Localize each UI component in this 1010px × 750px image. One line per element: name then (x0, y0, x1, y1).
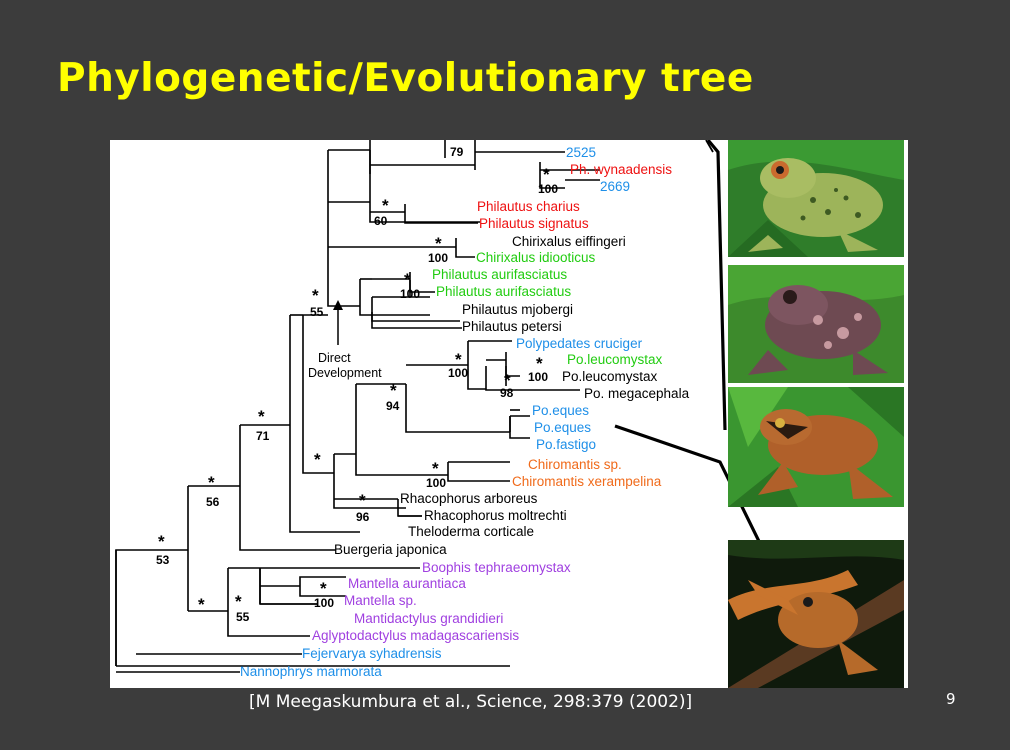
leaf-philautus-charius: Philautus charius (477, 199, 580, 214)
slide-title: Phylogenetic/Evolutionary tree (57, 56, 754, 101)
support-value: 100 (448, 366, 468, 380)
star-icon: * (536, 354, 543, 373)
leaf-po-leucomystax-1: Po.leucomystax (567, 352, 663, 367)
support-value: 100 (400, 287, 420, 301)
leaf-chirixalus-idiooticus: Chirixalus idiooticus (476, 250, 596, 265)
star-icon: * (198, 595, 205, 614)
star-icon: * (404, 270, 411, 289)
leaf-2525: 2525 (566, 145, 596, 160)
leaf-chirixalus-eiffingeri: Chirixalus eiffingeri (512, 234, 626, 249)
tree-diagram: Direct Development 2525 Ph. wynaadensis … (115, 140, 780, 679)
phylogenetic-tree-figure: Direct Development 2525 Ph. wynaadensis … (110, 140, 908, 688)
star-icon: * (359, 491, 366, 510)
star-icon: * (208, 473, 215, 492)
leaf-philautus-aurifasciatus-1: Philautus aurifasciatus (432, 267, 567, 282)
leaf-boophis-tephraeomystax: Boophis tephraeomystax (422, 560, 571, 575)
leaf-chiromantis-sp: Chiromantis sp. (528, 457, 622, 472)
support-value: 98 (500, 386, 514, 400)
star-icon: * (382, 196, 389, 215)
leaf-po-leucomystax-2: Po.leucomystax (562, 369, 658, 384)
star-icon: * (320, 579, 327, 598)
tree-branches (115, 140, 600, 673)
support-value: 100 (428, 251, 448, 265)
leaf-polypedates-cruciger: Polypedates cruciger (516, 336, 643, 351)
leaf-philautus-aurifasciatus-2: Philautus aurifasciatus (436, 284, 571, 299)
leaf-labels: 2525 Ph. wynaadensis 2669 Philautus char… (240, 145, 690, 679)
page-number: 9 (946, 690, 956, 708)
leaf-rhacophorus-arboreus: Rhacophorus arboreus (400, 491, 538, 506)
star-icon: * (435, 234, 442, 253)
leaf-philautus-mjobergi: Philautus mjobergi (462, 302, 573, 317)
star-icon: * (543, 165, 550, 184)
leaf-chiromantis-xerampelina: Chiromantis xerampelina (512, 474, 662, 489)
leaf-mantella-aurantiaca: Mantella aurantiaca (348, 576, 466, 591)
leaf-mantidactylus-grandidieri: Mantidactylus grandidieri (354, 611, 503, 626)
star-icon: * (390, 381, 397, 400)
leaf-mantella-sp: Mantella sp. (344, 593, 417, 608)
support-stars: * * * * * * * * * * * * * * * * * * (158, 165, 550, 614)
leaf-philautus-signatus: Philautus signatus (479, 216, 589, 231)
support-values: 79 100 60 100 100 55 100 100 98 94 71 10… (156, 145, 558, 624)
star-icon: * (235, 592, 242, 611)
frog-photo-4 (728, 540, 904, 688)
support-value: 100 (528, 370, 548, 384)
support-value: 100 (538, 182, 558, 196)
support-value: 71 (256, 429, 270, 443)
star-icon: * (504, 371, 511, 390)
support-value: 100 (426, 476, 446, 490)
star-icon: * (455, 350, 462, 369)
support-value: 94 (386, 399, 400, 413)
star-icon: * (158, 532, 165, 551)
leaf-po-fastigo: Po.fastigo (536, 437, 596, 452)
leaf-po-megacephala: Po. megacephala (584, 386, 690, 401)
leaf-ph-wynaadensis: Ph. wynaadensis (570, 162, 672, 177)
support-value: 60 (374, 214, 388, 228)
direct-development-label-line2: Development (308, 366, 382, 380)
frog-photo-2 (728, 265, 904, 383)
support-value: 53 (156, 553, 170, 567)
leaf-aglyptodactylus-madagascariensis: Aglyptodactylus madagascariensis (312, 628, 519, 643)
support-value: 100 (314, 596, 334, 610)
citation-caption: [M Meegaskumbura et al., Science, 298:37… (249, 692, 693, 712)
leaf-buergeria-japonica: Buergeria japonica (334, 542, 447, 557)
support-value: 96 (356, 510, 370, 524)
support-value: 55 (310, 305, 324, 319)
direct-development-label-line1: Direct (318, 351, 351, 365)
frog-photo-3 (728, 387, 904, 507)
leaf-nannophrys-marmorata: Nannophrys marmorata (240, 664, 382, 679)
star-icon: * (432, 459, 439, 478)
star-icon: * (258, 407, 265, 426)
star-icon: * (314, 450, 321, 469)
support-value: 79 (450, 145, 464, 159)
leaf-fejervarya-syhadrensis: Fejervarya syhadrensis (302, 646, 442, 661)
leaf-po-eques-2: Po.eques (534, 420, 591, 435)
support-value: 56 (206, 495, 220, 509)
star-icon: * (312, 286, 319, 305)
frog-photo-1 (728, 140, 904, 257)
leaf-2669: 2669 (600, 179, 630, 194)
leaf-theloderma-corticale: Theloderma corticale (408, 524, 534, 539)
direct-development-arrow (333, 300, 343, 345)
leaf-po-eques-1: Po.eques (532, 403, 589, 418)
support-value: 55 (236, 610, 250, 624)
leaf-rhacophorus-moltrechti: Rhacophorus moltrechti (424, 508, 567, 523)
leaf-philautus-petersi: Philautus petersi (462, 319, 562, 334)
